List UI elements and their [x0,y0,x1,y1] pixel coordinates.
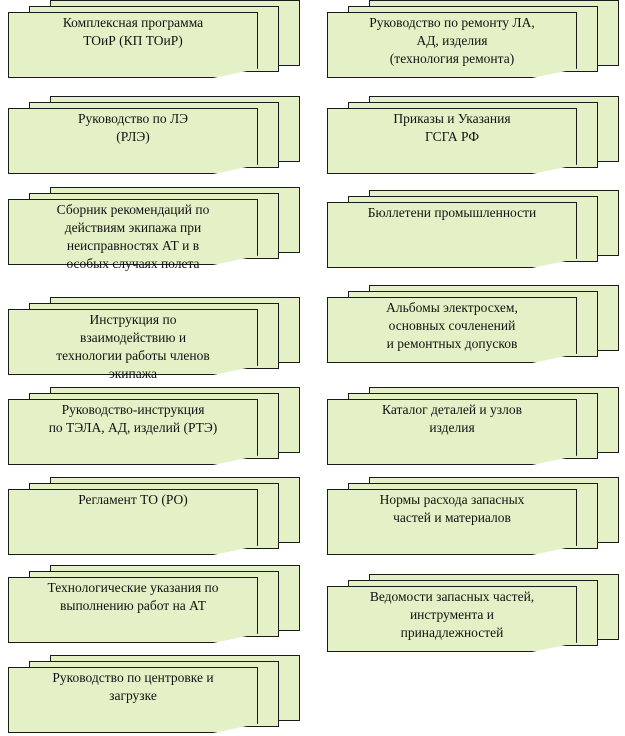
document-label: Альбомы электросхем, основных сочленений… [386,300,518,351]
document-label: Каталог деталей и узлов изделия [382,402,522,435]
document-label: Руководство-инструкция по ТЭЛА, АД, изде… [48,402,218,435]
document-label: Руководство по ремонту ЛА, АД, изделия (… [369,15,535,66]
document-sheet-front [327,489,577,555]
document-sheet-front [327,586,577,652]
document-label: Бюллетени промышленности [367,205,537,220]
document-label: Руководство по центровке и загрузке [52,670,214,703]
document-sheet-front [8,309,258,375]
document-sheet-front [327,12,577,78]
document-label: Технологические указания по выполнению р… [47,580,219,613]
document-sheet-front [327,202,577,268]
document-label: Нормы расхода запасных частей и материал… [379,492,525,525]
document-sheet-front [8,12,258,78]
document-sheet-front [8,577,258,643]
document-label: Сборник рекомендаций по действиям экипаж… [56,202,210,271]
document-sheet-front [8,667,258,733]
document-sheet-front [8,399,258,465]
document-sheet-front [8,489,258,555]
document-label: Инструкция по взаимодействию и технологи… [56,312,210,381]
document-sheet-front [327,108,577,174]
document-sheet-front [327,297,577,363]
document-label: Ведомости запасных частей, инструмента и… [369,589,535,640]
document-sheet-front [8,108,258,174]
document-label: Приказы и Указания ГСГА РФ [393,111,511,144]
document-sheet-front [8,199,258,265]
document-sheet-front [327,399,577,465]
document-label: Регламент ТО (РО) [78,492,188,507]
document-label: Руководство по ЛЭ (РЛЭ) [77,111,189,144]
document-label: Комплексная программа ТОиР (КП ТОиР) [62,15,204,48]
